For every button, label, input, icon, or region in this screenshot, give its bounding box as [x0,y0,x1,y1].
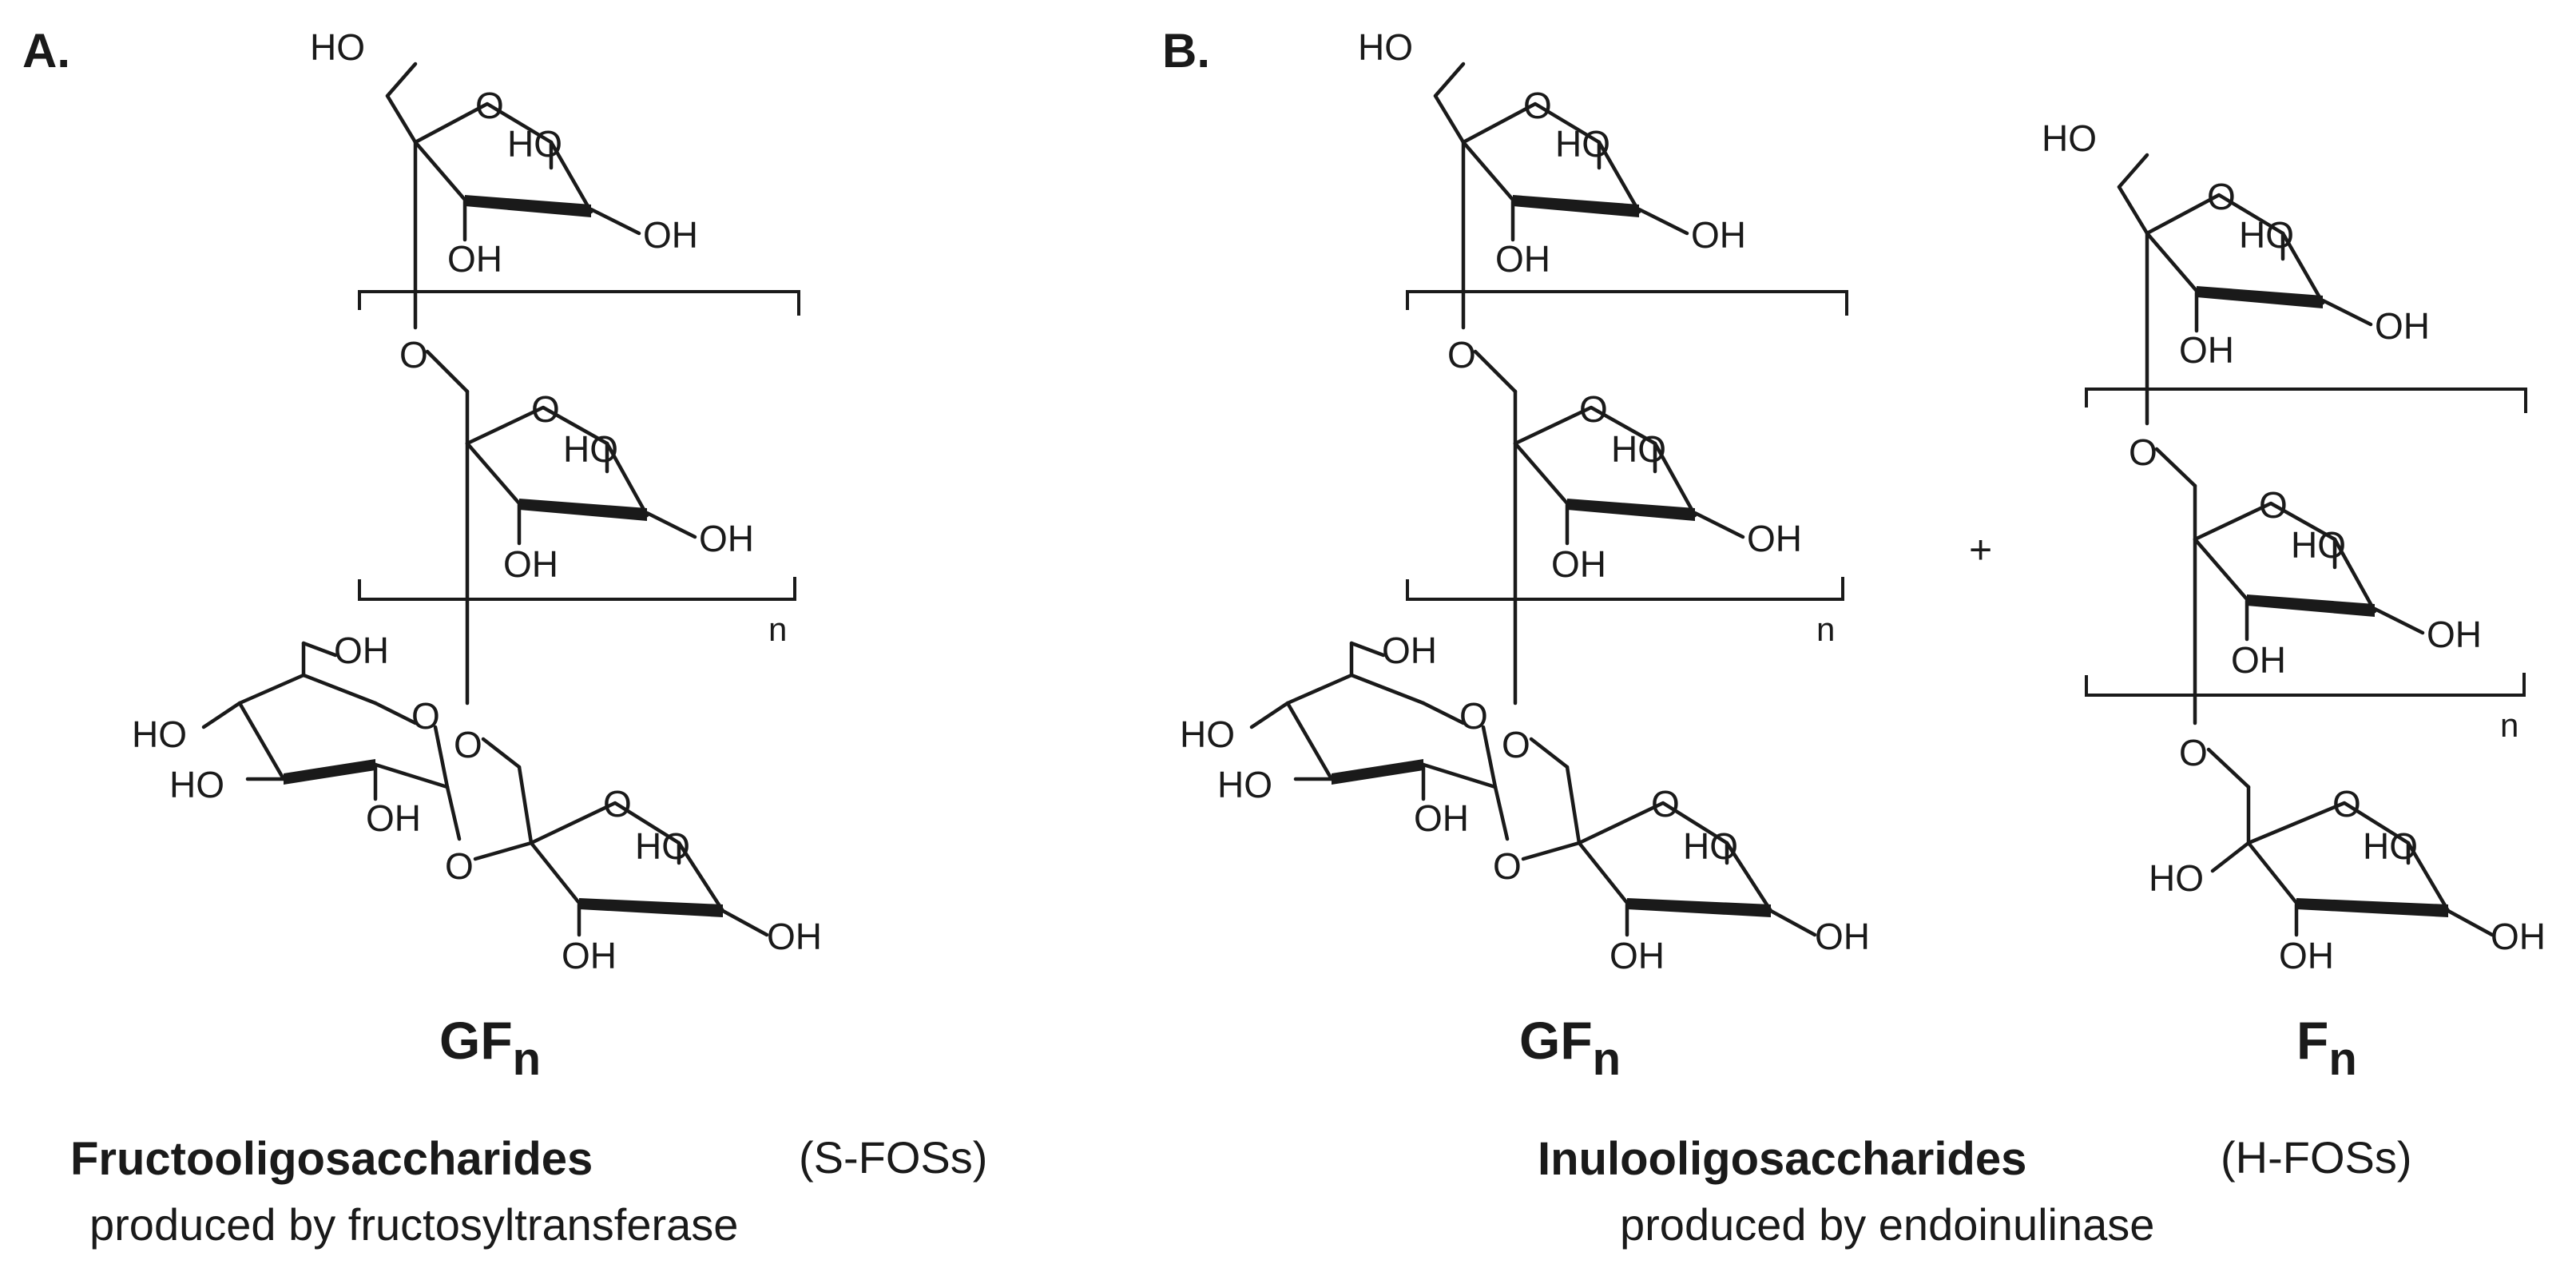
panel-b-gf-repeat-label: n [1816,610,1835,648]
panel-b-gf-fructose-repeat: O HO OH OH [1513,388,1802,706]
panel-a-title-paren: (S-FOSs) [799,1132,987,1183]
atom-ho: HO [2149,857,2204,899]
atom-oh: OH [2179,329,2234,371]
atom-o: O [603,783,632,825]
atom-o: O [1579,388,1608,430]
atom-ho: HO [1683,825,1738,867]
atom-o: O [1651,783,1680,825]
panel-b-gf-compound-name: GFn [1519,1011,1621,1085]
atom-o: O [2332,783,2361,825]
atom-oh: OH [767,916,822,957]
panel-b-f-fructose-repeat: O HO OH OH [2193,483,2482,725]
panel-a-title: Fructooligosaccharides [70,1133,593,1185]
atom-oh: OH [1551,543,1606,585]
atom-oh: OH [1691,214,1746,256]
atom-ho: HO [2291,524,2346,566]
panel-b-f-name-sub: n [2328,1033,2356,1085]
atom-ho: HO [1555,123,1610,165]
panel-b-gf-bracket-top [1406,290,1848,316]
atom-o: O [531,388,560,430]
atom-oh: OH [2375,305,2430,347]
atom-ho: HO [563,428,618,470]
atom-o: O [1523,85,1552,126]
atom-oh: OH [1495,238,1550,280]
atom-oh: OH [2491,916,2546,957]
atom-oh: OH [366,797,421,839]
atom-ho: HO [2042,117,2097,159]
atom-o: O [1447,334,1476,376]
panel-b-f-name-main: F [2296,1011,2328,1070]
panel-b-label: B. [1162,24,1210,78]
panel-b-f-compound-name: Fn [2296,1011,2357,1085]
atom-ho: HO [1180,714,1235,755]
panel-b-gf-name-main: GF [1519,1011,1593,1070]
atom-o: O [1493,845,1522,887]
panel-a-name-main: GF [439,1011,513,1070]
atom-oh: OH [1610,935,1665,976]
panel-b-f-fructose-terminal: O HO HO OH OH [2149,783,2546,976]
panel-b-title-paren: (H-FOSs) [2221,1132,2412,1183]
panel-a-bracket-top [358,290,800,316]
atom-oh: OH [2427,614,2482,655]
atom-o: O [411,695,440,737]
atom-o: O [2207,176,2236,217]
plus-sign: + [1969,527,1992,572]
atom-o: O [1459,695,1488,737]
atom-o: O [445,845,474,887]
panel-a-bracket-bottom [358,577,796,601]
atom-oh: OH [2231,639,2286,681]
atom-oh: OH [1382,630,1437,671]
panel-a-fructose-top: HO O HO OH OH [310,26,698,330]
atom-ho: HO [132,714,187,755]
panel-b-f-repeat-label: n [2500,706,2518,744]
panel-b-description: produced by endoinulinase [1620,1199,2154,1250]
panel-a-name-sub: n [513,1033,541,1085]
panel-b-title: Inulooligosaccharides [1538,1133,2026,1185]
atom-o: O [475,85,504,126]
atom-ho: HO [2239,214,2294,256]
atom-o: O [399,334,428,376]
atom-oh: OH [699,518,754,559]
panel-a-description: produced by fructosyltransferase [89,1199,738,1250]
atom-o: O [2129,431,2157,473]
panel-a-fructose-repeat: O HO OH OH [465,388,754,706]
atom-o: O [2179,732,2208,773]
atom-oh: OH [562,935,617,976]
atom-oh: OH [1815,916,1870,957]
panel-b-f-bracket-top [2085,388,2527,413]
atom-ho: HO [169,764,224,805]
panel-b-gf-bracket-bottom [1406,577,1844,601]
atom-ho: HO [1611,428,1666,470]
atom-oh: OH [447,238,502,280]
atom-o: O [454,724,482,765]
atom-oh: OH [2279,935,2334,976]
atom-o: O [2259,484,2288,526]
atom-o: O [1502,724,1530,765]
panel-a-label: A. [22,24,70,78]
panel-b-gf-fructose-top: HO O HO OH OH [1358,26,1746,330]
atom-oh: OH [334,630,389,671]
panel-a-repeat-label: n [768,610,787,648]
atom-ho: HO [2363,825,2418,867]
atom-ho: HO [507,123,562,165]
atom-ho: HO [1358,26,1413,68]
atom-oh: OH [643,214,698,256]
atom-oh: OH [1747,518,1802,559]
panel-b-gf-name-sub: n [1593,1033,1621,1085]
panel-a-sucrose-unit: O OH O HO HO OH O O HO OH OH [132,630,822,976]
atom-ho: HO [1217,764,1272,805]
atom-ho: HO [635,825,690,867]
atom-oh: OH [1414,797,1469,839]
panel-b-f-bracket-bottom [2085,673,2526,697]
atom-ho: HO [310,26,365,68]
panel-b-f-fructose-top: HO O HO OH OH [2042,117,2430,426]
atom-oh: OH [503,543,558,585]
panel-a-compound-name: GFn [439,1011,541,1085]
panel-b-sucrose-unit: O OH O HO HO OH O O HO OH OH [1180,630,1870,976]
